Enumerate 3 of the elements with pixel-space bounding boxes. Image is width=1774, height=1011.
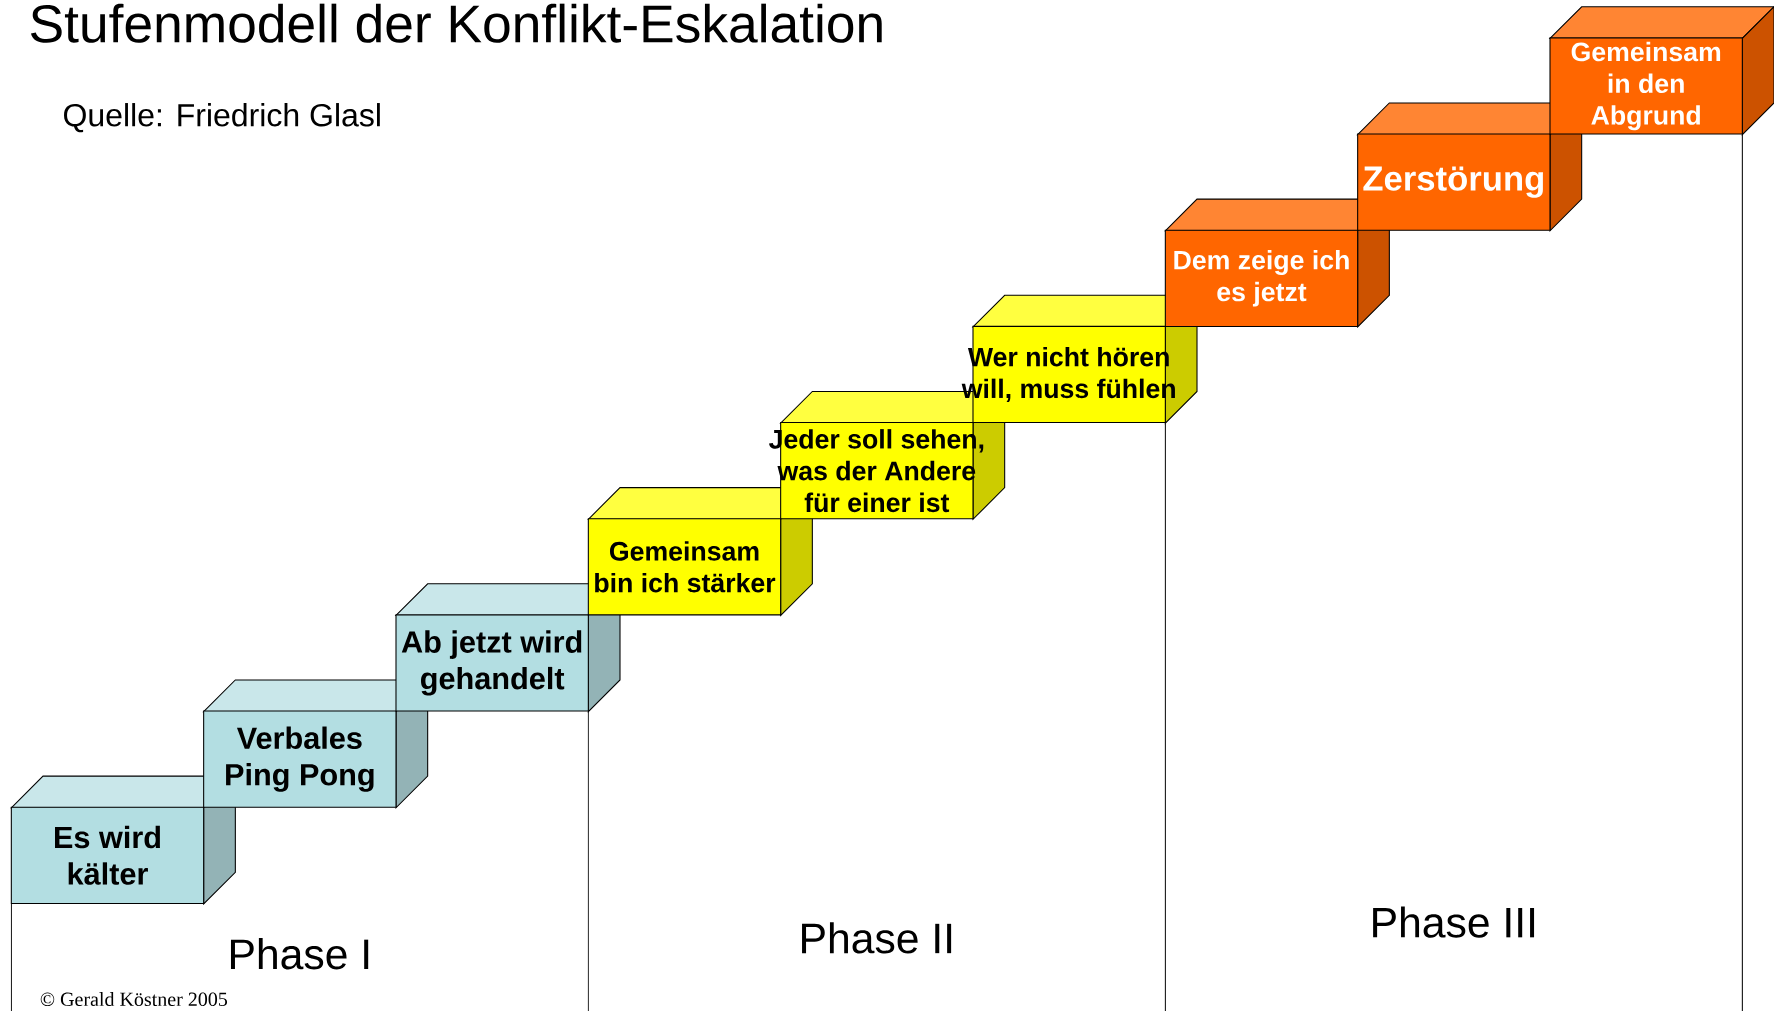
copyright-note: © Gerald Köstner 2005: [40, 991, 228, 1006]
source-note: Quelle: Friedrich Glasl: [64, 102, 380, 133]
title: Stufenmodell der Konflikt-Eskalation: [31, 3, 882, 43]
